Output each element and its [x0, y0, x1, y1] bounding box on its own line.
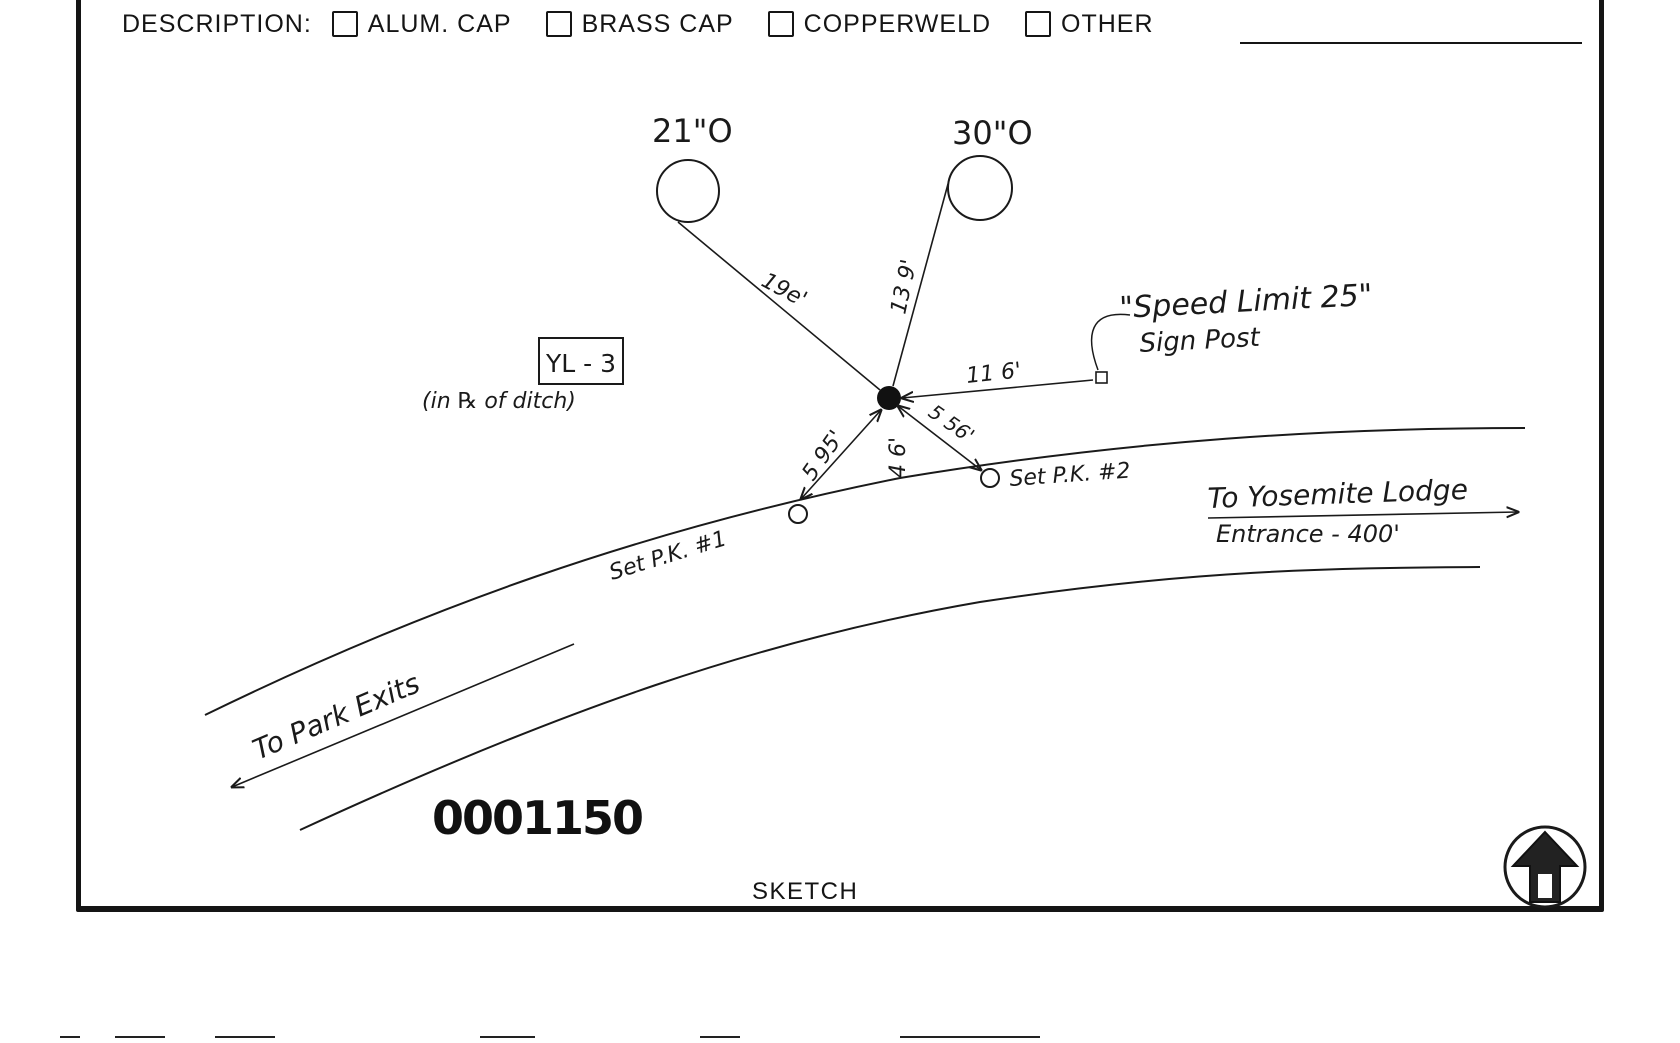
survey-point-icon [877, 386, 901, 410]
distance-sign: 11 6' [965, 358, 1022, 389]
yl3-label: YL - 3 [545, 349, 616, 378]
to-exits-arrow [232, 643, 575, 787]
tie-to-pk1 [801, 410, 881, 499]
distance-tree-30: 13 9' [886, 257, 922, 316]
distance-tree-21: 19e' [757, 268, 811, 312]
checkbox-alum-cap[interactable] [331, 11, 358, 37]
scan-artifact [480, 1036, 535, 1038]
entrance-label: Entrance - 400' [1216, 520, 1400, 548]
pk1-marker-icon [788, 504, 808, 524]
document-stamp-number: 0001150 [432, 791, 642, 845]
sign-post-leader [1090, 313, 1131, 371]
option-label: OTHER [1061, 9, 1154, 38]
road-edge-lower [299, 566, 1481, 831]
distance-road: 4 6' [886, 437, 911, 478]
yl3-note: (in ℞ of ditch) [422, 389, 576, 414]
sketch-caption: SKETCH [752, 878, 859, 905]
scan-artifact [215, 1036, 275, 1038]
tie-to-sign [902, 379, 1094, 398]
option-other[interactable]: OTHER [1025, 10, 1154, 39]
option-label: ALUM. CAP [367, 9, 512, 38]
north-arrow-icon [1503, 825, 1587, 909]
checkbox-brass-cap[interactable] [545, 11, 572, 37]
pk2-marker-icon [980, 468, 1000, 488]
tie-to-pk2 [898, 406, 981, 470]
description-row: DESCRIPTION: ALUM. CAP BRASS CAP COPPERW… [122, 4, 1188, 44]
option-alum-cap[interactable]: ALUM. CAP [331, 9, 512, 39]
to-lodge-label: To Yosemite Lodge [1207, 473, 1468, 515]
distance-pk2: 5 56' [924, 399, 979, 447]
sign-post-line2: Sign Post [1139, 323, 1262, 359]
checkbox-other[interactable] [1025, 11, 1052, 37]
other-fill-line[interactable] [1240, 42, 1582, 44]
option-label: BRASS CAP [581, 9, 734, 38]
pk2-label: Set P.K. #2 [1009, 459, 1132, 492]
scan-artifact [115, 1036, 165, 1038]
road-edge-upper [204, 427, 1526, 716]
tree-30-label: 30"O [952, 114, 1033, 152]
description-label: DESCRIPTION: [122, 9, 312, 38]
checkbox-copperweld[interactable] [767, 11, 794, 37]
sketch-frame [76, 0, 1604, 912]
tree-30-icon [947, 155, 1013, 221]
to-lodge-arrow [1207, 512, 1518, 519]
option-copperweld[interactable]: COPPERWELD [767, 9, 992, 39]
tree-21-label: 21"O [652, 112, 733, 150]
scan-artifact [900, 1036, 1040, 1038]
sign-post-icon [1095, 371, 1108, 384]
option-label: COPPERWELD [803, 9, 992, 38]
sign-post-line1: "Speed Limit 25" [1119, 278, 1374, 326]
yl3-box [538, 337, 624, 385]
tree-21-icon [656, 159, 720, 223]
tie-to-tree-21 [677, 221, 881, 391]
option-brass-cap[interactable]: BRASS CAP [545, 9, 734, 39]
scan-artifact [700, 1036, 740, 1038]
tie-to-tree-30 [892, 183, 949, 387]
distance-pk1: 5 95' [797, 426, 849, 485]
scan-artifact [60, 1036, 80, 1038]
